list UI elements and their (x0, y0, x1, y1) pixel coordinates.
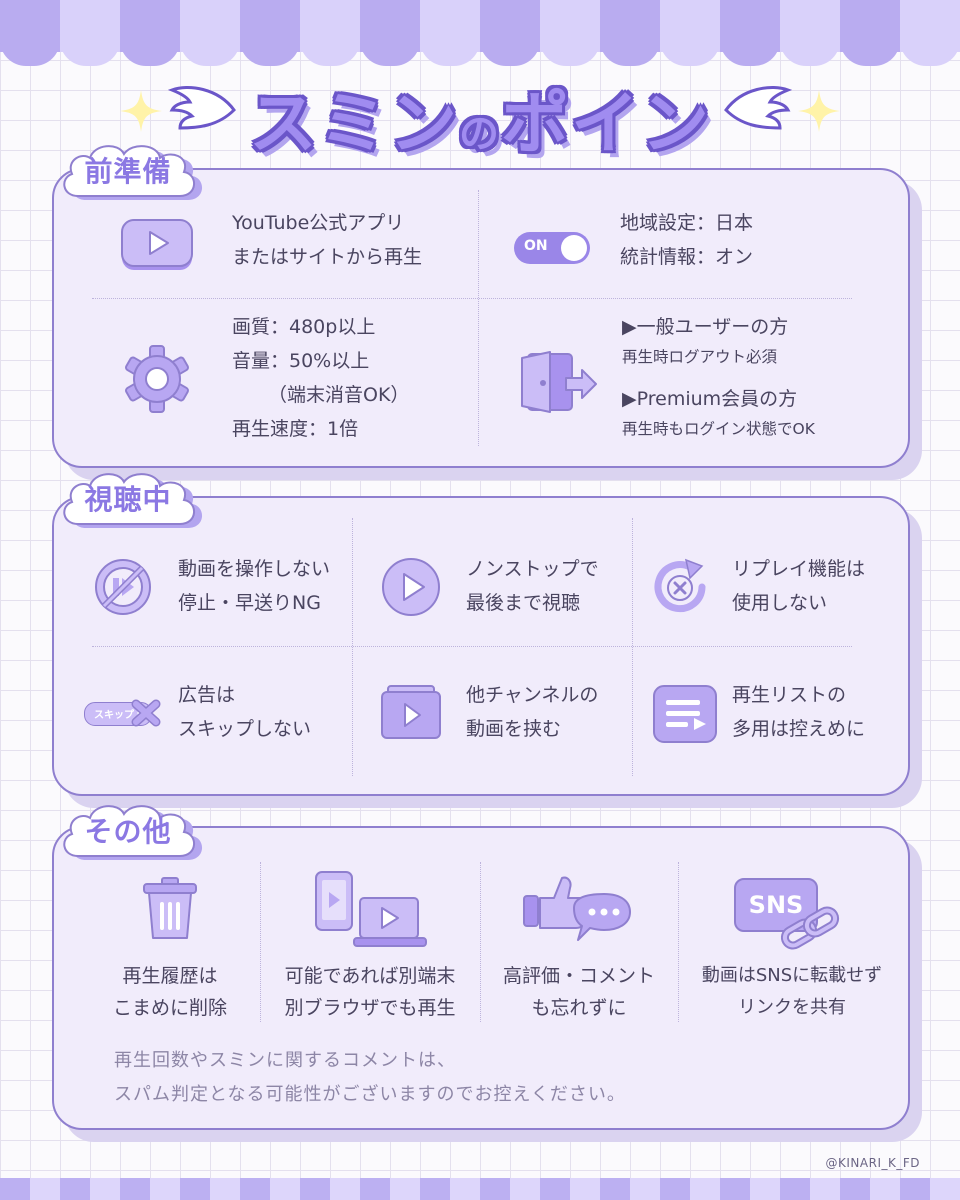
spam-note: 再生回数やスミンに関するコメントは、 スパム判定となる可能性がございますのでお控… (114, 1044, 626, 1112)
bottom-stripes (0, 1178, 960, 1200)
prep-section-label: 前準備 (58, 138, 218, 202)
watching-item2-line2: 最後まで視聴 (466, 592, 581, 614)
skip-label: スキップ ▶ (94, 710, 146, 721)
prep-card (52, 168, 910, 468)
other-item3-line1: 高評価・コメント (502, 965, 655, 987)
watching-item3-line1: リプレイ機能は (732, 558, 866, 580)
logout-door-icon (521, 351, 597, 413)
other-item3-line2: も忘れずに (531, 997, 627, 1019)
sparkle-icon (798, 90, 840, 132)
no-operation-icon (95, 559, 151, 615)
watching-item6-line2: 多用は控えめに (732, 718, 866, 740)
prep-item2-line2: 統計情報：オン (620, 246, 754, 268)
prep-item4-line2: 再生時ログアウト必須 (622, 348, 778, 366)
awning-scallops (0, 40, 960, 66)
play-circle-icon (382, 558, 440, 616)
prep-item1-line1: YouTube公式アプリ (232, 212, 405, 234)
prep-item4-text: ▶一般ユーザーの方 再生時ログアウト必須 ▶Premium会員の方 再生時もログ… (622, 312, 815, 444)
prep-item1-line2: またはサイトから再生 (232, 246, 423, 268)
other-item2-line1: 可能であれば別端末 (284, 965, 456, 987)
prep-item3-line4: 再生速度：1倍 (232, 418, 359, 440)
divider (632, 518, 633, 776)
prep-item1-text: YouTube公式アプリ またはサイトから再生 (232, 206, 422, 274)
watching-item4-line2: スキップしない (178, 718, 312, 740)
other-item4-line2: リンクを共有 (738, 997, 846, 1018)
divider (260, 862, 261, 1022)
playlist-icon (653, 685, 717, 743)
prep-item4-line1: ▶一般ユーザーの方 (622, 316, 789, 338)
multi-device-icon (315, 871, 427, 947)
watching-item1-text: 動画を操作しない 停止・早送りNG (178, 552, 330, 620)
divider (92, 298, 852, 299)
watching-item4-line1: 広告は (178, 684, 236, 706)
watching-section-label: 視聴中 (58, 466, 218, 530)
watching-item1-line2: 停止・早送りNG (178, 592, 321, 614)
watching-item2-text: ノンストップで 最後まで視聴 (466, 552, 599, 620)
other-item3-text: 高評価・コメント も忘れずに (486, 960, 672, 1024)
title-part1: スミン (248, 85, 459, 164)
trash-icon (143, 877, 197, 939)
other-item2-line2: 別ブラウザでも再生 (284, 997, 456, 1019)
sns-link-icon: SNS (734, 876, 850, 956)
angel-wing-left-icon (168, 86, 236, 130)
divider (92, 646, 852, 647)
other-section-label: その他 (58, 798, 218, 862)
watching-item5-line1: 他チャンネルの (466, 684, 599, 706)
watching-item3-text: リプレイ機能は 使用しない (732, 552, 865, 620)
note-line2: スパム判定となる可能性がございますのでお控えください。 (114, 1084, 626, 1105)
prep-item3-line1: 画質：480p以上 (232, 316, 376, 338)
prep-label: 前準備 (84, 155, 172, 188)
other-item4-text: 動画はSNSに転載せず リンクを共有 (686, 960, 898, 1024)
other-item1-text: 再生履歴は こまめに削除 (90, 960, 250, 1024)
watching-item3-line2: 使用しない (732, 592, 828, 614)
divider (480, 862, 481, 1022)
no-replay-icon (654, 558, 706, 613)
prep-item2-line1: 地域設定：日本 (620, 212, 754, 234)
prep-item4-line3: ▶Premium会員の方 (622, 388, 798, 410)
other-label: その他 (84, 815, 172, 848)
divider (678, 862, 679, 1022)
watching-item1-line1: 動画を操作しない (178, 558, 331, 580)
watching-item6-line1: 再生リストの (732, 684, 847, 706)
prep-item2-text: 地域設定：日本 統計情報：オン (620, 206, 753, 274)
watching-item4-text: 広告は スキップしない (178, 678, 311, 746)
note-line1: 再生回数やスミンに関するコメントは、 (114, 1050, 456, 1071)
angel-wing-right-icon (724, 86, 792, 130)
divider (478, 190, 479, 446)
other-card (52, 826, 910, 1130)
watching-label: 視聴中 (84, 483, 172, 516)
sparkle-icon (120, 90, 162, 132)
title-part2: の (459, 111, 501, 157)
other-item4-line1: 動画はSNSに転載せず (701, 965, 883, 986)
watching-item5-line2: 動画を挟む (466, 718, 562, 740)
prep-item3-text: 画質：480p以上 音量：50%以上 （端末消音OK） 再生速度：1倍 (232, 310, 409, 446)
other-item1-line2: こまめに削除 (112, 997, 227, 1019)
watching-item2-line1: ノンストップで (466, 558, 599, 580)
video-play-icon (121, 219, 193, 270)
other-item1-line1: 再生履歴は (122, 965, 218, 987)
gear-icon (125, 345, 189, 413)
prep-item3-line3: （端末消音OK） (268, 384, 410, 406)
like-comment-icon (523, 876, 631, 941)
on-toggle-icon: ON (514, 232, 590, 264)
credit-handle: @KINARI_K_FD (825, 1156, 920, 1170)
skip-ad-icon: スキップ ▶ (84, 698, 164, 728)
toggle-label: ON (524, 238, 548, 254)
watching-item6-text: 再生リストの 多用は控えめに (732, 678, 865, 746)
prep-item4-line4: 再生時もログイン状態でOK (622, 420, 815, 438)
video-folder-icon (381, 685, 441, 739)
prep-item3-line2: 音量：50%以上 (232, 350, 370, 372)
divider (352, 518, 353, 776)
watching-item5-text: 他チャンネルの 動画を挟む (466, 678, 598, 746)
sns-badge: SNS (734, 878, 818, 932)
other-item2-text: 可能であれば別端末 別ブラウザでも再生 (270, 960, 470, 1024)
